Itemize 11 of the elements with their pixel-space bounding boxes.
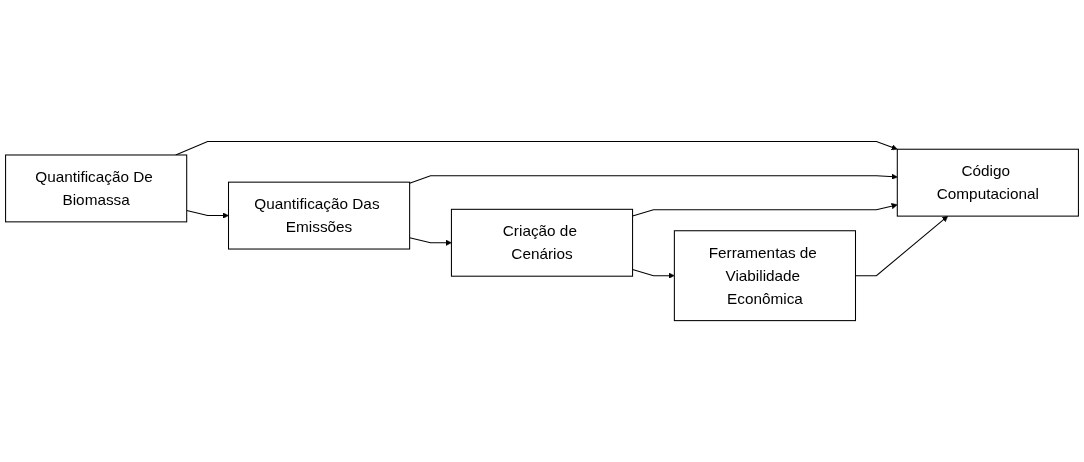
- arrow: [632, 268, 675, 279]
- arrow: [855, 215, 949, 277]
- arrow: [186, 209, 229, 219]
- node-box: Quantificação De Biomassa: [5, 154, 188, 223]
- arrow: [409, 173, 898, 184]
- node-box: Código Computacional: [896, 148, 1079, 217]
- node-box: Quantificação Das Emissões: [228, 181, 411, 250]
- arrow: [632, 203, 898, 217]
- node-box: Criação de Cenários: [450, 208, 634, 277]
- node-box: Ferramentas de Viabilidade Econômica: [673, 230, 856, 322]
- arrow: [409, 237, 452, 246]
